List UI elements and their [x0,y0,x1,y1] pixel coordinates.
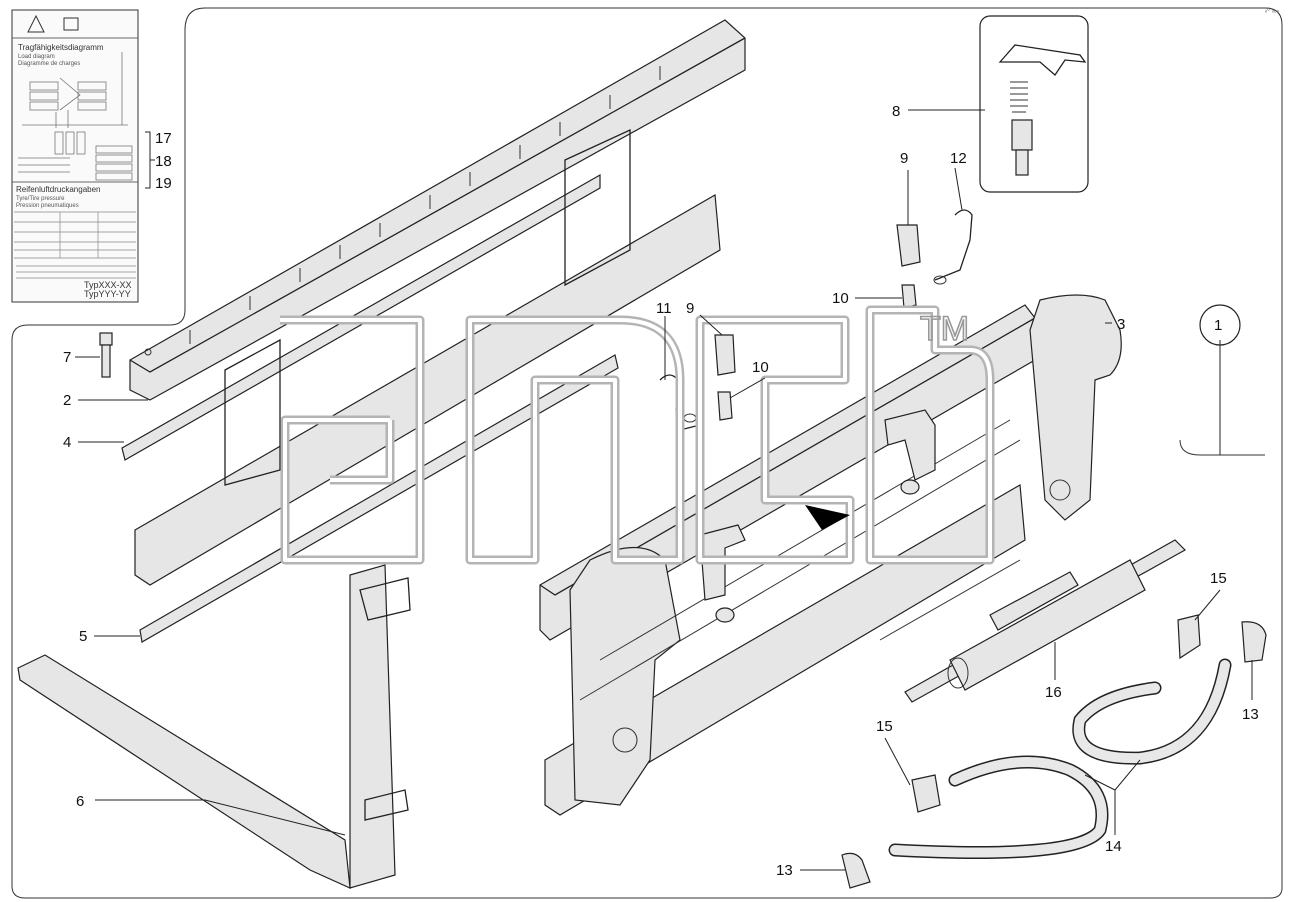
group-1-bracket [1179,439,1265,456]
nut-lower [715,607,735,623]
callout-12: 12 [950,150,967,167]
callout-10-left: 10 [752,359,769,376]
plate-subtitle-en: Load diagram [18,54,55,60]
callout-10-right: 10 [832,290,849,307]
callout-15-left: 15 [876,718,893,735]
callout-labels: 1 2 3 4 5 6 7 8 9 9 10 10 11 12 13 13 14… [63,103,1259,879]
pressure-title: Reifenluftdruckangaben [16,185,101,194]
banjo-12 [934,209,973,281]
plate-type-1: TypXXX-XX [84,280,132,290]
callout-11: 11 [656,300,672,317]
trademark-mark: TM [920,310,969,348]
callout-13-right: 13 [1242,706,1259,723]
callout-9-right: 9 [900,150,908,167]
callout-6: 6 [76,793,84,810]
carriage-uprights [224,128,631,486]
elbow-13-left [841,852,871,889]
hose-14-inner [1072,658,1232,765]
callout-5: 5 [79,628,87,645]
fitting-10-right [901,284,917,309]
hydraulic-cylinder-16 [904,539,1186,703]
callout-15-right: 15 [1210,570,1227,587]
page-marker: ₒᴼ ₒₒₒ [1265,7,1280,14]
fork-6 [17,564,411,889]
group-1-circle [1199,304,1241,346]
callout-4: 4 [63,434,71,451]
fitting-9-left [714,334,736,376]
warning-triangle-icon [27,14,45,33]
pressure-fr: Pression pneumatiques [16,203,79,209]
pressure-table [14,211,136,279]
fitting-9-right [896,224,921,267]
elbow-15-right [1177,614,1201,660]
callout-17: 17 [155,130,172,147]
callout-3: 3 [1117,316,1125,333]
book-icon [63,17,79,31]
watermark-arrow-icon [805,505,850,530]
bolt-7 [99,332,113,378]
elbow-15-left [911,774,941,813]
callout-2: 2 [63,392,71,409]
bracket-upper [884,409,936,481]
callout-8: 8 [892,103,900,120]
assembly-frame [11,7,1283,899]
pressure-en: Tyre/Tire pressure [16,196,65,202]
callout-19: 19 [155,175,172,192]
plate-title: Tragfähigkeitsdiagramm [18,43,104,52]
plate-bracket [145,131,155,189]
callout-7: 7 [63,349,71,366]
callout-1: 1 [1214,317,1222,334]
callout-16: 16 [1045,684,1062,701]
plate-subtitle-fr: Diagramme de charges [18,61,80,67]
callout-14: 14 [1105,838,1122,855]
fork-carriage-bar [129,19,746,401]
fitting-10-left [717,391,733,421]
nut-upper [900,479,920,495]
elbow-13-right [1241,621,1267,663]
watermark-logo: TM [280,305,995,565]
guide-rail-5 [139,354,619,643]
plate-type-2: TypYYY-YY [84,289,131,299]
callout-18: 18 [155,153,172,170]
detail-inset-8 [979,15,1089,193]
leader-lines [75,109,1253,871]
fork-positioner-frame [539,294,1122,816]
load-chart-grid [18,52,133,181]
callout-9-left: 9 [686,300,694,317]
callout-13-left: 13 [776,862,793,879]
load-diagram-plate: Tragfähigkeitsdiagramm Load diagram Diag… [11,9,139,303]
